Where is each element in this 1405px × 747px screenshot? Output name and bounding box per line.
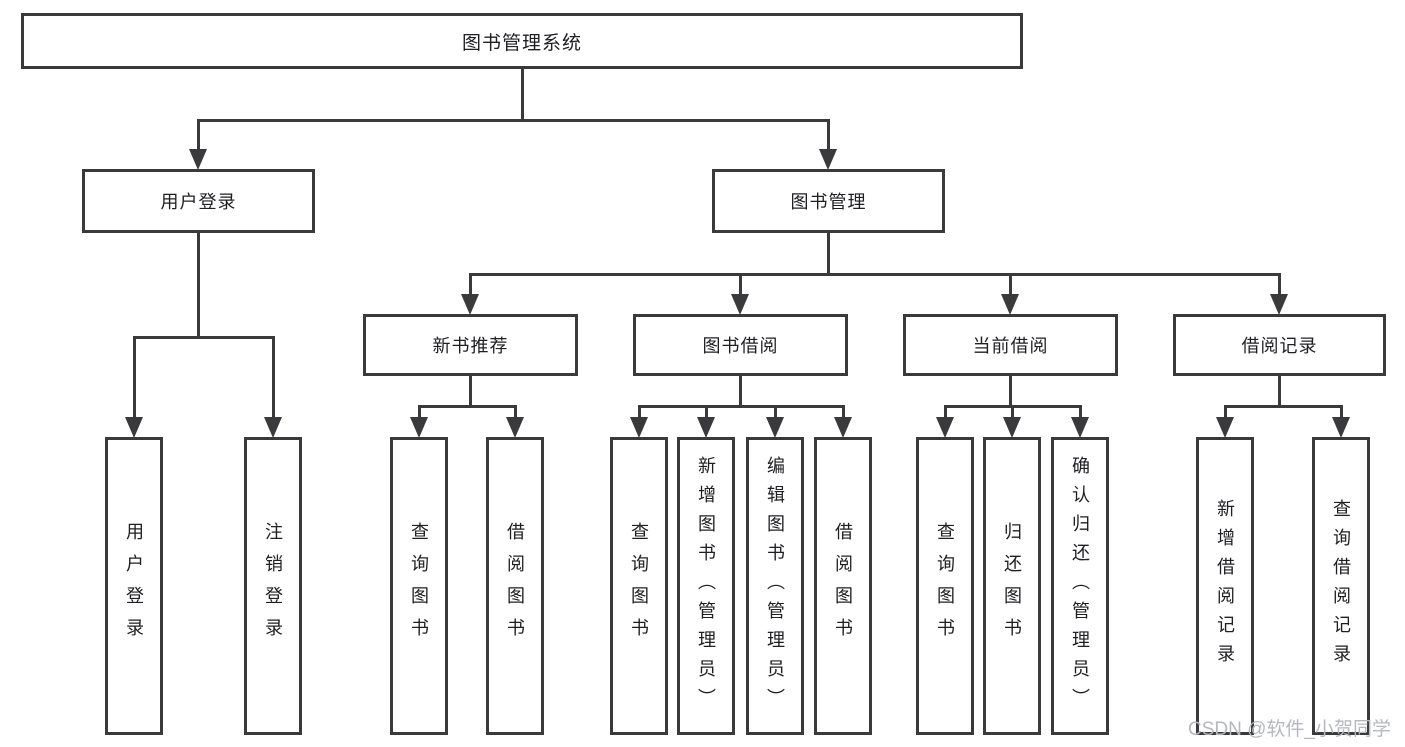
node-user-login: 用户登录 <box>82 169 315 233</box>
connector-line <box>417 405 421 419</box>
arrow-down-icon <box>1071 417 1089 438</box>
connector-line <box>1078 405 1082 419</box>
arrow-down-icon <box>410 417 428 438</box>
node-book-borrow: 图书借阅 <box>633 314 848 376</box>
node-borrow-record: 借阅记录 <box>1173 314 1386 376</box>
arrow-down-icon <box>766 417 784 438</box>
connector-line <box>271 336 275 419</box>
arrow-down-icon <box>630 417 648 438</box>
csdn-watermark: CSDN @软件_小贺同学 <box>1188 719 1391 740</box>
arrow-down-icon <box>936 417 954 438</box>
connector-line <box>468 273 472 296</box>
node-root-system: 图书管理系统 <box>21 13 1023 69</box>
connector-line <box>196 119 830 122</box>
arrow-down-icon <box>189 149 207 170</box>
connector-line <box>196 233 200 339</box>
connector-line <box>1010 405 1014 419</box>
leaf-current-return-book: 归还图书 <box>983 437 1041 735</box>
connector-line <box>520 69 524 122</box>
arrow-down-icon <box>1001 294 1019 315</box>
arrow-down-icon <box>264 417 282 438</box>
node-new-book-recommend: 新书推荐 <box>363 314 578 376</box>
arrow-down-icon <box>125 417 143 438</box>
connector-line <box>513 405 517 419</box>
connector-line <box>704 405 708 419</box>
arrow-down-icon <box>506 417 524 438</box>
connector-line <box>637 405 641 419</box>
arrow-down-icon <box>461 294 479 315</box>
leaf-current-query-book: 查询图书 <box>916 437 974 735</box>
leaf-user-login: 用户登录 <box>105 437 163 735</box>
connector-line <box>1339 405 1343 419</box>
arrow-down-icon <box>1003 417 1021 438</box>
connector-line <box>826 119 830 151</box>
leaf-record-add-borrow-record: 新增借阅记录 <box>1196 437 1254 735</box>
connector-line <box>132 336 275 339</box>
connector-line <box>943 405 947 419</box>
connector-line <box>468 273 1281 276</box>
connector-line <box>1277 273 1281 296</box>
connector-line <box>1223 405 1343 408</box>
leaf-current-confirm-return-admin: 确认归还（管理员） <box>1051 437 1109 735</box>
arrow-down-icon <box>697 417 715 438</box>
connector-line <box>417 405 517 408</box>
arrow-down-icon <box>1216 417 1234 438</box>
connector-line <box>826 233 830 276</box>
connector-line <box>132 336 136 419</box>
leaf-borrow-query-book: 查询图书 <box>610 437 668 735</box>
leaf-borrow-add-book-admin: 新增图书（管理员） <box>677 437 735 735</box>
arrow-down-icon <box>1270 294 1288 315</box>
leaf-record-query-borrow-record: 查询借阅记录 <box>1312 437 1370 735</box>
arrow-down-icon <box>1332 417 1350 438</box>
leaf-recommend-borrow-book: 借阅图书 <box>486 437 544 735</box>
leaf-recommend-query-book: 查询图书 <box>390 437 448 735</box>
leaf-logout: 注销登录 <box>244 437 302 735</box>
connector-line <box>773 405 777 419</box>
connector-line <box>1277 376 1281 408</box>
arrow-down-icon <box>819 149 837 170</box>
node-book-management: 图书管理 <box>712 169 945 233</box>
connector-line <box>1008 273 1012 296</box>
connector-line <box>738 376 742 408</box>
connector-line <box>738 273 742 296</box>
connector-line <box>1008 376 1012 408</box>
connector-line <box>841 405 845 419</box>
leaf-borrow-borrow-book: 借阅图书 <box>814 437 872 735</box>
leaf-borrow-edit-book-admin: 编辑图书（管理员） <box>746 437 804 735</box>
arrow-down-icon <box>731 294 749 315</box>
arrow-down-icon <box>834 417 852 438</box>
connector-line <box>196 119 200 151</box>
connector-line <box>468 376 472 408</box>
connector-line <box>1223 405 1227 419</box>
node-current-borrow: 当前借阅 <box>903 314 1118 376</box>
connector-line <box>637 405 845 408</box>
